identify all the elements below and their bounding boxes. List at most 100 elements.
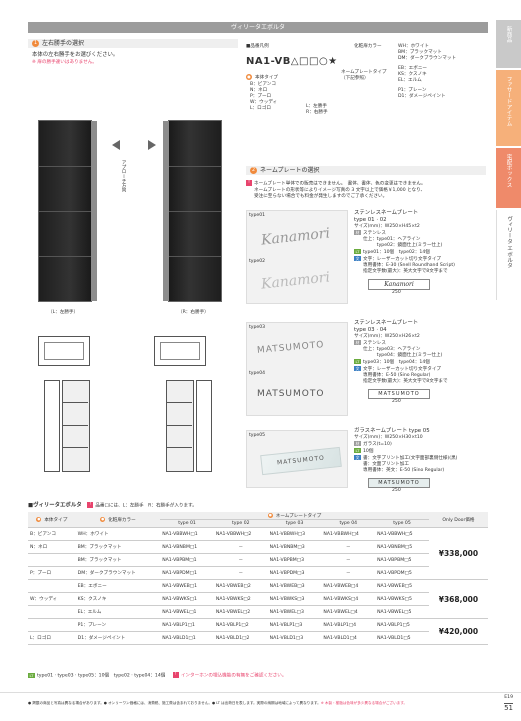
- spec-line: サイズ(mm)：W250×H30×t10: [354, 435, 423, 440]
- material-icon: 材: [354, 230, 361, 235]
- marker-icon: ●: [36, 516, 42, 522]
- caption-right: （R：右勝手）: [178, 310, 209, 315]
- header-price: Only Door価格: [428, 512, 488, 528]
- spec-line: 文字：レーザーカット切り文字タイプ: [363, 367, 442, 372]
- side-tab-new[interactable]: 新商品: [496, 20, 521, 68]
- spec-line-row: 文文字：レーザーカット切り文字タイプ: [354, 256, 486, 263]
- side-tab-label: 宅配ボックス: [505, 154, 512, 188]
- approach-arrow-icon: [112, 140, 120, 150]
- locker-image-right: [163, 120, 222, 302]
- plate-type-label: type05: [249, 433, 266, 438]
- header-type: ●本体タイプ: [28, 512, 76, 528]
- price-table: ●本体タイプ ●化粧扉カラー ●ネームプレートタイプ Only Door価格 t…: [28, 512, 488, 645]
- plate-type-legend: ネームプレートタイプ （下記参照）: [341, 70, 387, 82]
- lt-icon: LT: [354, 359, 361, 364]
- plate-spec-type01-02: ステンレスネームプレート type 01 · 02 サイズ(mm)：W250×H…: [354, 210, 486, 296]
- spec-line: type01：10個 type02：14個: [363, 250, 430, 255]
- plate-sample-text: MATSUMOTO: [276, 454, 326, 467]
- side-tab-delivery-box[interactable]: 宅配ボックス: [496, 148, 521, 208]
- header-col: type 04: [321, 519, 376, 528]
- color-item: DM：ダークブラウンマット: [398, 56, 457, 61]
- spec-line: ステンレス: [363, 341, 386, 346]
- type-label-row: ●本体タイプ: [246, 74, 278, 82]
- spec-line: サイズ(mm)：W250×H45×t2: [354, 224, 420, 229]
- side-tab-label: ヴィリータ エボルタ: [506, 216, 512, 269]
- page-number: 51: [504, 703, 513, 712]
- side-tab-label: 新商品: [505, 26, 512, 43]
- table-title: ■ヴィリータエボルタ: [28, 502, 82, 509]
- text-icon: 文: [354, 366, 361, 371]
- plate-sample-text: MATSUMOTO: [256, 340, 325, 356]
- header-col: type 02: [213, 519, 268, 528]
- type-item: W：ウッディ: [250, 100, 278, 105]
- spec-line: 書：文面プリント加工: [363, 462, 409, 467]
- note-text: 受注に至らない場合でも料金が発生しますのでご了承ください。: [254, 193, 388, 199]
- spec-line: 専用書体：英文：E-50 (Sino Regular): [363, 468, 445, 473]
- type-list: B：ビアンコ N：ネロ P：プーロ W：ウッディ L：ロゴロ: [250, 82, 277, 112]
- spec-line-row: 文文字：レーザーカット切り文字タイプ: [354, 366, 486, 373]
- type-item: B：ビアンコ: [250, 82, 276, 87]
- header-col: type 05: [375, 519, 429, 528]
- glass-plate: MATSUMOTO: [260, 446, 342, 476]
- plate-mini-drawing: Kanamori: [368, 279, 430, 290]
- side-tab-virita-evolta[interactable]: ヴィリータ エボルタ: [496, 210, 521, 300]
- text-icon: 文: [354, 256, 361, 261]
- plate-spec-type05: ガラスネームプレート type 05 サイズ(mm)：W250×H30×t10 …: [354, 428, 486, 494]
- color-item: WH：ホワイト: [398, 44, 429, 49]
- lr-legend: L：左勝手 R：右勝手: [306, 104, 328, 116]
- spec-line: type02：鏡面仕上(ミラー仕上): [363, 243, 443, 248]
- caption-left: （L：左勝手）: [48, 310, 79, 315]
- plate-sample-text: Kanamori: [260, 269, 331, 293]
- plate-type-label: type03: [249, 325, 266, 330]
- side-tab-facade[interactable]: ファサードアイテム: [496, 70, 521, 146]
- color-item: KS：クスノキ: [398, 72, 427, 77]
- spec-line-row: 材ステンレス: [354, 230, 486, 237]
- color-item: EB：エボニー: [398, 66, 428, 71]
- spec-line: サイズ(mm)：W250×H26×t2: [354, 334, 420, 339]
- section2-heading: ネームプレートの選択: [260, 167, 320, 174]
- marker-icon: ●: [246, 74, 252, 80]
- plate-subtitle: type 01 · 02: [354, 217, 387, 223]
- warning-icon: !: [172, 672, 179, 678]
- plate-mini-drawing: MATSUMOTO: [368, 478, 430, 488]
- plate-sample-type03-04: type03 MATSUMOTO type04 MATSUMOTO: [246, 322, 348, 416]
- lt-icon: LT: [28, 672, 35, 678]
- spec-line: 仕上：type01：ヘアライン: [363, 237, 421, 242]
- spec-line-row: 材ステンレス: [354, 340, 486, 347]
- warning-icon: !: [246, 180, 252, 186]
- section-number-badge: 1: [32, 40, 39, 47]
- spec-line: 指定文字数(最大)：英大文字で8文字まで: [363, 379, 448, 384]
- note-text: ネームプレートの形状等によりイメージ写真の 3 文字以上で価格￥1,000 とな…: [254, 187, 426, 193]
- approach-label: アプローチ方向: [121, 160, 126, 193]
- table-note: 品番□には、L：左勝手 R：右勝手が入ります。: [95, 503, 197, 509]
- marker-icon: ●: [267, 512, 273, 518]
- type-item: L：ロゴロ: [250, 106, 271, 111]
- material-icon: 材: [354, 441, 361, 446]
- footer-text: ● 掲載の商品と写真は異なる場合があります。● オンリーワン価格には、消費税、施…: [28, 701, 321, 705]
- plate-sample-text: Kanamori: [260, 225, 331, 249]
- header-door: ●化粧扉カラー: [75, 512, 161, 528]
- price-cell: ¥368,000: [428, 579, 488, 619]
- plate-sample-type05: type05 MATSUMOTO: [246, 430, 348, 488]
- type-item: N：ネロ: [250, 88, 268, 93]
- page-code: E19: [504, 695, 513, 700]
- footnote-warn: インターホンの埋込機能の有無をご確認ください。: [180, 673, 287, 679]
- plate-title: ステンレスネームプレート: [354, 320, 419, 326]
- section2-notes: !ネームプレート単体での販売はできません。 書体、書体、色の変更はできません。 …: [246, 180, 486, 200]
- plate-mini-drawing: MATSUMOTO: [368, 389, 430, 399]
- spec-line: 文字：レーザーカット切り文字タイプ: [363, 257, 442, 262]
- price-cell: ¥338,000: [428, 527, 488, 580]
- footnote-lt: type01 · type03 · type05：10個 type02 · ty…: [37, 673, 166, 679]
- plate-subtitle: type 03 · 04: [354, 327, 387, 333]
- elevation-drawing-right: [160, 380, 220, 475]
- spec-line: 指定文字数(最大)：英大文字で8文字まで: [363, 269, 448, 274]
- plate-type-label-2: type02: [249, 259, 266, 264]
- color-item: D1：ダメージペイント: [398, 94, 446, 99]
- plate-title: ステンレスネームプレート: [354, 210, 419, 216]
